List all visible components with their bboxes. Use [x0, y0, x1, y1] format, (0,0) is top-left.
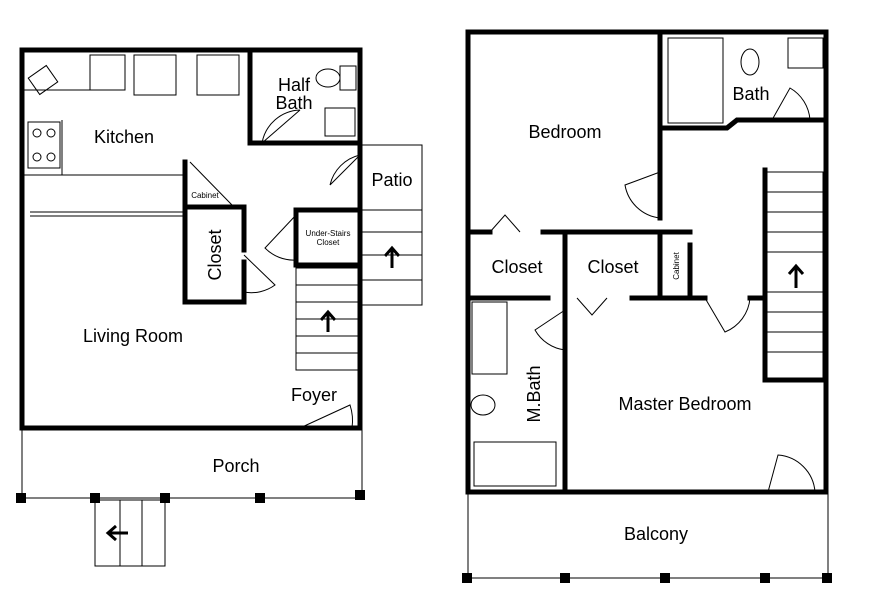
room-label-balcony: Balcony: [624, 524, 688, 544]
door-swing-icon: [264, 214, 297, 261]
room-label-patio: Patio: [371, 170, 412, 190]
stairs: [295, 267, 359, 371]
door-swing-icon: [299, 404, 354, 429]
half-bath-wall: [247, 47, 363, 146]
room-label-closet: Closet: [205, 229, 225, 280]
closet-door: [489, 214, 521, 233]
room-label-under-stairs-1: Under-Stairs: [306, 229, 351, 238]
kitchen-counter: [22, 55, 185, 176]
pantry-icon: [133, 54, 177, 96]
room-label-kitchen: Kitchen: [94, 127, 154, 147]
counter-line: [30, 211, 185, 217]
sink-icon: [471, 301, 508, 375]
sink-icon: [324, 107, 356, 137]
toilet-icon: [740, 48, 760, 76]
fridge-icon: [89, 54, 126, 91]
stairs-up-arrow: [383, 245, 401, 268]
room-label-cabinet: Cabinet: [672, 251, 681, 279]
porch-steps: [94, 499, 166, 567]
room-label-closet-1: Closet: [491, 257, 542, 277]
door-swing-icon: [261, 109, 301, 144]
first-floor-outer-wall: [19, 47, 363, 431]
stove-icon: [27, 121, 61, 169]
master-wall: [465, 295, 768, 495]
door-swing-icon: [243, 254, 276, 294]
closet-door: [576, 297, 608, 316]
room-label-cabinet: Cabinet: [191, 191, 219, 200]
room-label-master-bath: M.Bath: [524, 365, 544, 422]
patio-steps: [361, 144, 423, 306]
room-label-under-stairs-2: Closet: [317, 238, 340, 247]
shower-icon: [667, 37, 724, 124]
room-label-bath: Bath: [732, 84, 769, 104]
stairs: [766, 171, 824, 379]
stair-wall: [762, 167, 829, 383]
under-stairs-wall: [293, 207, 363, 268]
room-label-half-bath-2: Bath: [275, 93, 312, 113]
room-label-porch: Porch: [212, 456, 259, 476]
bathtub-icon: [473, 441, 557, 487]
porch-posts: [16, 490, 365, 503]
room-label-foyer: Foyer: [291, 385, 337, 405]
sink-icon: [27, 64, 59, 96]
door-swing-icon: [704, 297, 751, 333]
porch-outline: [21, 427, 363, 499]
closet-wall: [465, 229, 693, 301]
door-swing-icon: [771, 87, 811, 121]
room-label-bedroom: Bedroom: [528, 122, 601, 142]
toilet-icon: [470, 394, 496, 416]
stairs-down-arrow: [105, 524, 128, 542]
second-floor-plan: Bedroom Bath Closet Closet Cabinet M.Bat…: [462, 29, 832, 583]
room-label-closet-2: Closet: [587, 257, 638, 277]
sink-icon: [787, 37, 824, 69]
toilet-icon: [315, 68, 341, 88]
bath-wall: [657, 29, 829, 221]
stairs-up-arrow: [787, 263, 805, 288]
cabinet-door: [189, 161, 233, 206]
room-label-half-bath-1: Half: [278, 75, 311, 95]
appliance-icon: [196, 54, 240, 96]
closet-wall: [182, 159, 247, 305]
door-swing-icon: [329, 154, 361, 186]
second-floor-outer-wall: [465, 29, 829, 495]
door-swing-icon: [767, 454, 816, 493]
first-floor-plan: Kitchen Half Bath Patio Cabinet Closet U…: [16, 47, 423, 567]
room-label-living-room: Living Room: [83, 326, 183, 346]
balcony-posts: [462, 573, 832, 583]
door-swing-icon: [534, 309, 566, 351]
stairs-up-arrow: [319, 309, 337, 332]
door-swing-icon: [624, 171, 661, 219]
room-label-master-bedroom: Master Bedroom: [618, 394, 751, 414]
